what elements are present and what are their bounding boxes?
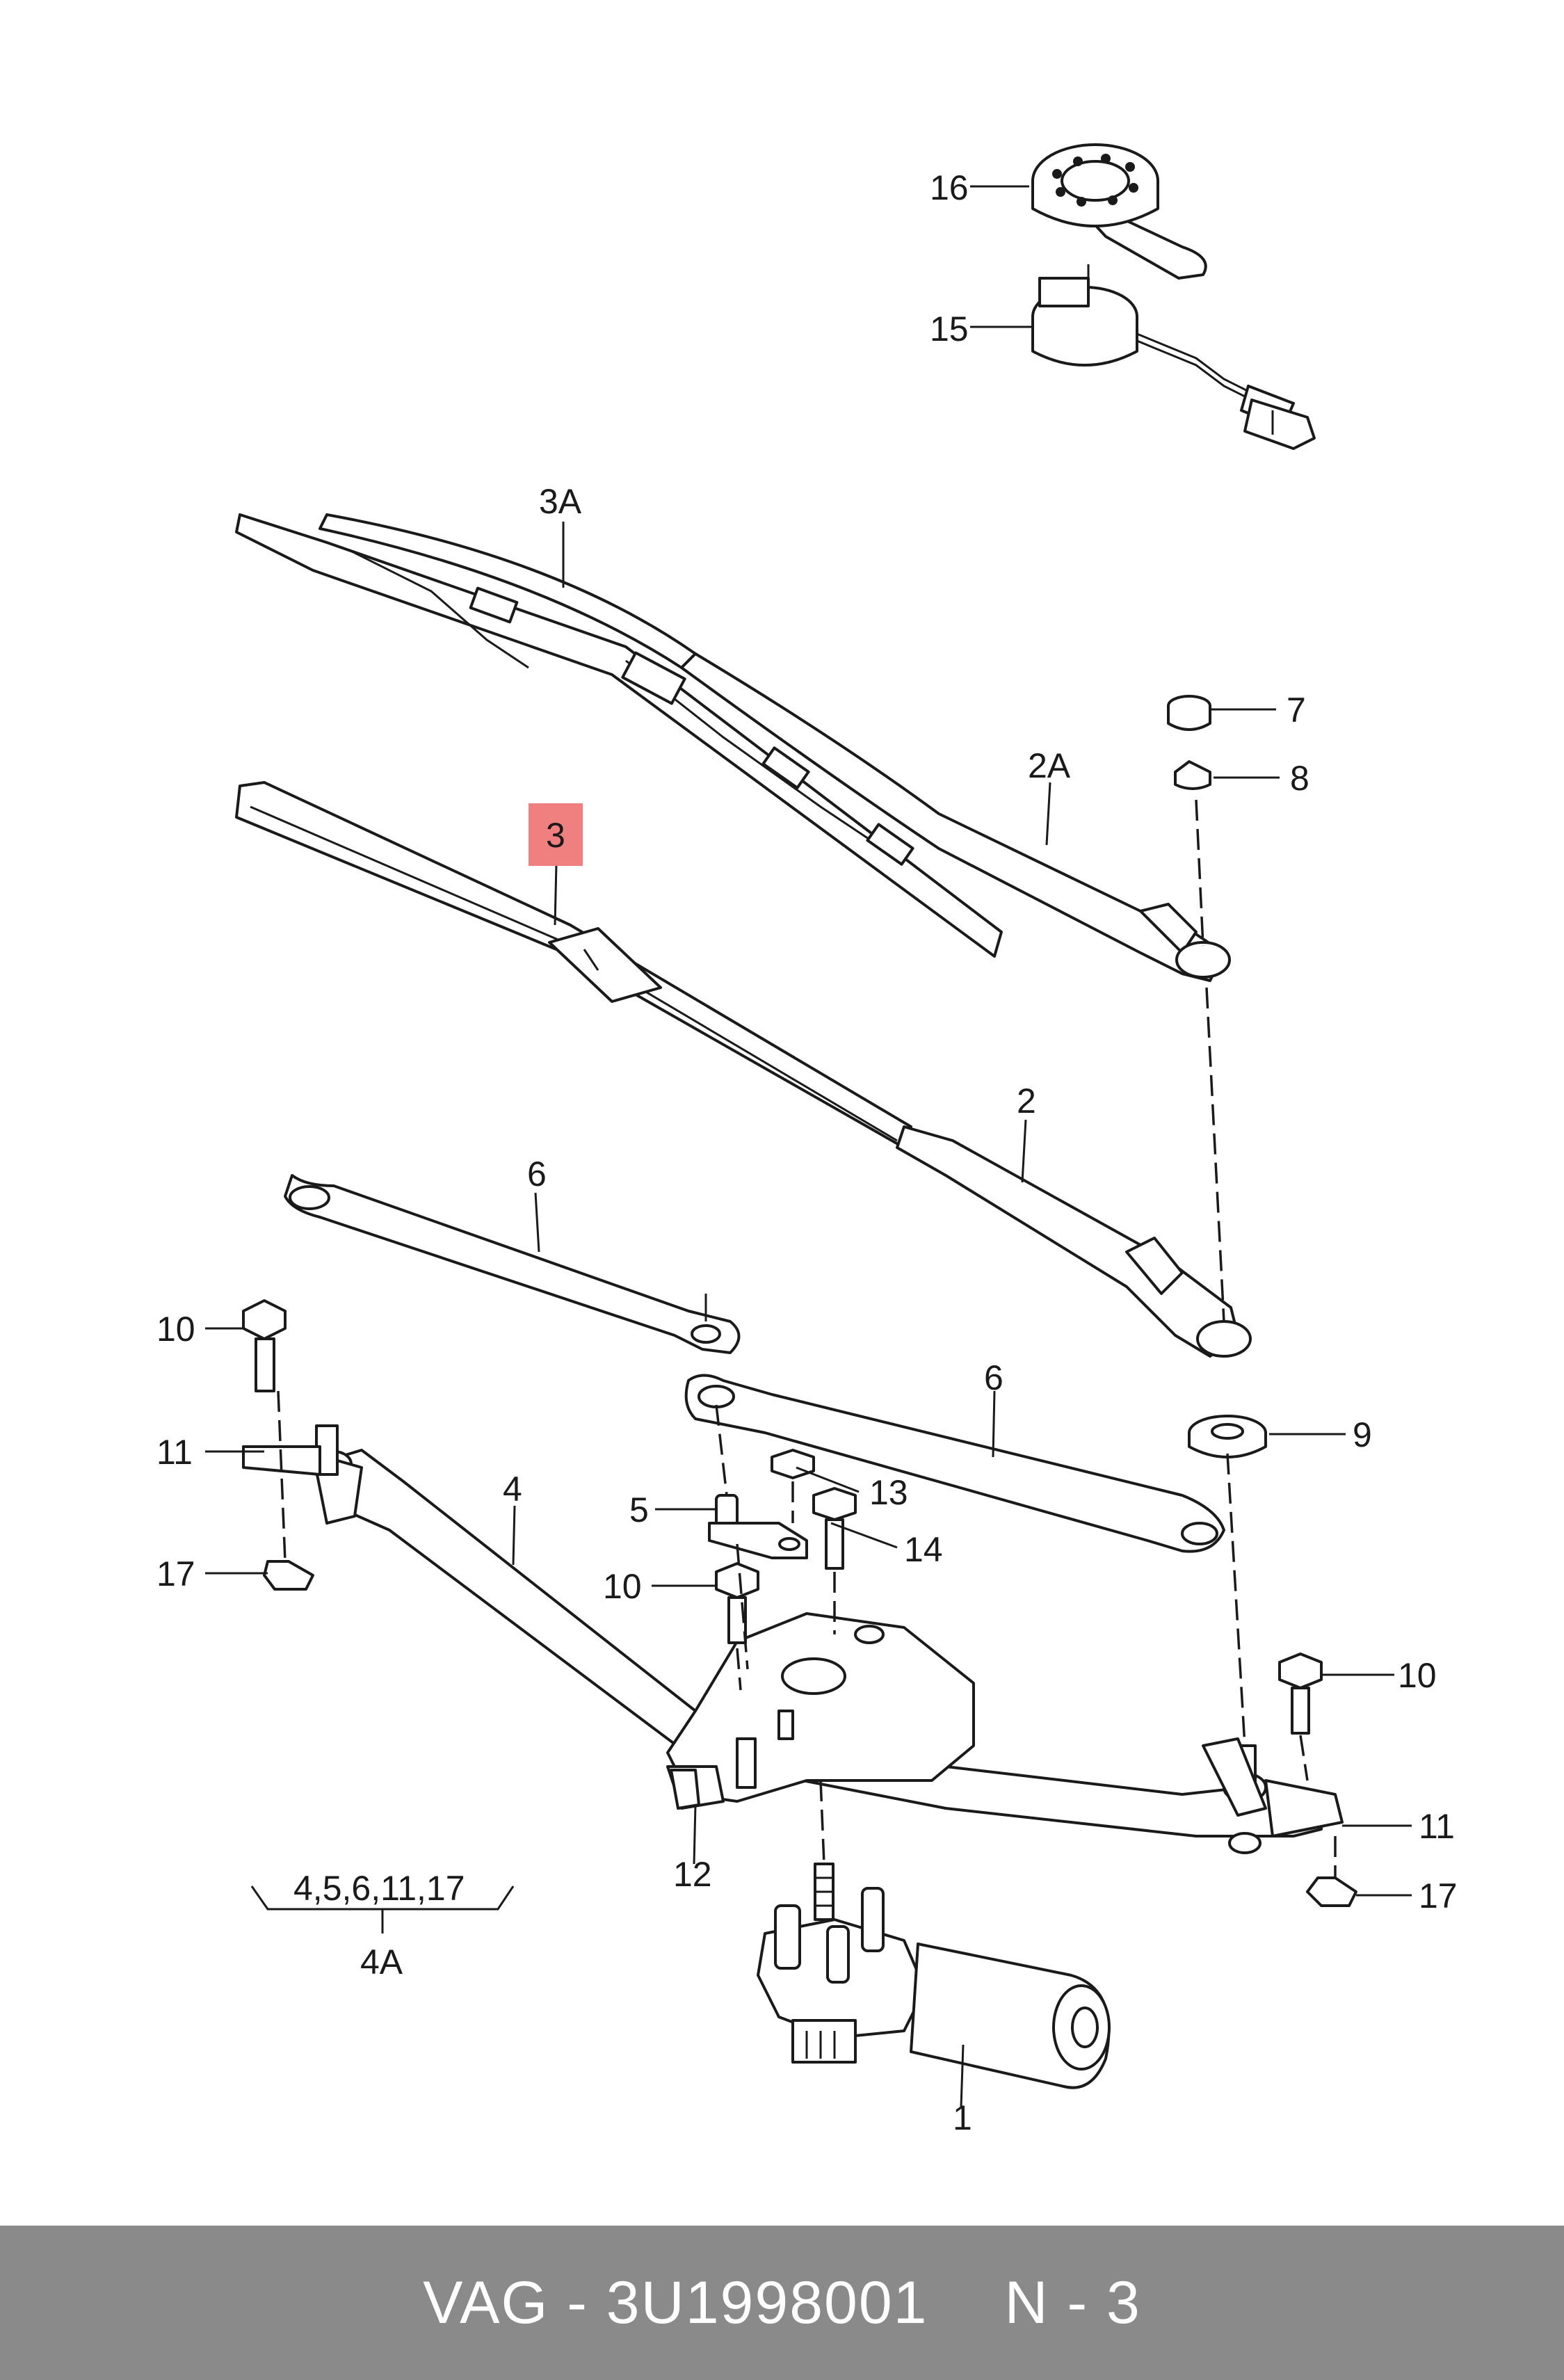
callout-14: 14 bbox=[904, 1530, 943, 1569]
callout-7: 7 bbox=[1287, 691, 1306, 730]
leader-lines bbox=[205, 185, 1412, 2108]
callout-8: 8 bbox=[1290, 759, 1309, 798]
callout-2: 2 bbox=[1017, 1082, 1036, 1120]
callout-labels: 16 15 3A 7 8 2A 3 2 6 10 11 17 4 6 9 13 … bbox=[156, 168, 1458, 2137]
callout-2A: 2A bbox=[1028, 746, 1071, 785]
part-5-bracket-pin bbox=[708, 1494, 808, 1559]
callout-6-lower: 6 bbox=[984, 1358, 1003, 1397]
part-3A-wiper-blade bbox=[235, 513, 1003, 958]
group-members-label: 4,5,6,11,17 bbox=[293, 1869, 465, 1908]
part-6-crank-rod-upper bbox=[284, 1174, 741, 1354]
footer-part-code: VAG - 3U1998001 bbox=[423, 2269, 928, 2336]
part-1-wiper-motor bbox=[757, 1863, 1111, 2089]
callout-10-center: 10 bbox=[603, 1567, 642, 1606]
callout-11-left: 11 bbox=[156, 1433, 193, 1472]
part-15-switch-with-cable bbox=[1031, 264, 1316, 450]
part-17-clip-right bbox=[1306, 1876, 1357, 1907]
callout-15: 15 bbox=[930, 309, 969, 348]
callout-3-highlight bbox=[529, 803, 583, 866]
callout-17-left: 17 bbox=[156, 1554, 195, 1593]
part-14-bolt bbox=[812, 1487, 857, 1570]
part-17-clip-left bbox=[263, 1560, 314, 1591]
callout-10-left: 10 bbox=[156, 1310, 195, 1349]
callout-6-upper: 6 bbox=[527, 1155, 547, 1193]
callout-4: 4 bbox=[503, 1470, 522, 1509]
part-10-bolt-right bbox=[1278, 1653, 1323, 1735]
callout-13: 13 bbox=[869, 1473, 908, 1512]
exploded-parts-diagram: 16 15 3A 7 8 2A 3 2 6 10 11 17 4 6 9 13 … bbox=[156, 143, 1458, 2137]
callout-16: 16 bbox=[930, 168, 969, 207]
callout-3A: 3A bbox=[539, 482, 582, 521]
footer-ref: N - 3 bbox=[1004, 2269, 1141, 2336]
part-6-crank-rod-lower bbox=[684, 1374, 1225, 1553]
assembly-axes bbox=[277, 799, 1337, 1878]
part-9-grommet bbox=[1188, 1415, 1267, 1458]
footer-bar: VAG - 3U1998001 N - 3 bbox=[0, 2226, 1564, 2380]
part-12-grommet bbox=[670, 1769, 700, 1810]
callout-10-right: 10 bbox=[1398, 1656, 1437, 1695]
part-16-switch-knob bbox=[1031, 143, 1207, 280]
part-8-washer bbox=[1174, 760, 1211, 790]
part-10-bolt-left bbox=[242, 1299, 287, 1392]
part-7-cap bbox=[1167, 695, 1211, 731]
group-label-4A: 4A bbox=[360, 1943, 403, 1981]
callout-5: 5 bbox=[629, 1490, 649, 1529]
callout-12: 12 bbox=[673, 1855, 712, 1894]
callout-17-right: 17 bbox=[1419, 1876, 1458, 1915]
callout-1: 1 bbox=[953, 2098, 972, 2137]
part-2A-wiper-arm bbox=[680, 652, 1231, 982]
part-13-nut bbox=[771, 1449, 815, 1479]
part-2-wiper-arm bbox=[896, 1125, 1252, 1358]
callout-9: 9 bbox=[1353, 1415, 1372, 1454]
callout-11-right: 11 bbox=[1419, 1807, 1455, 1846]
callout-3: 3 bbox=[546, 816, 565, 855]
part-10-bolt-center bbox=[715, 1562, 759, 1644]
part-4-linkage-frame bbox=[242, 1424, 1344, 1854]
